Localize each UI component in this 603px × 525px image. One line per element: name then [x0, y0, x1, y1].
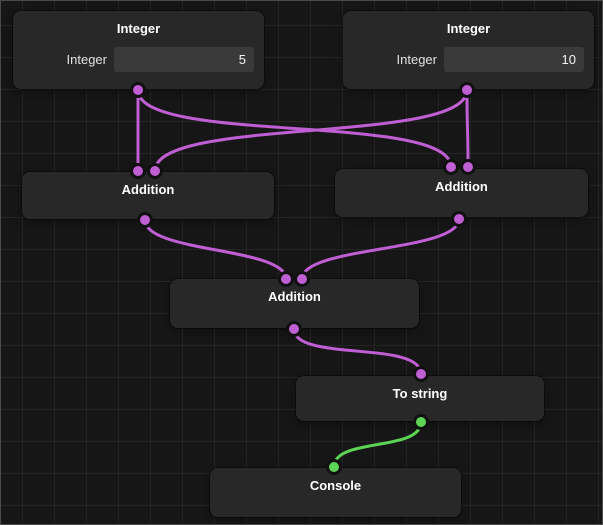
field-label: Integer [66, 52, 107, 67]
node-console[interactable]: Console [210, 468, 461, 517]
wire-addition-middle-output-to-to-string-input[interactable] [292, 327, 423, 376]
integer-value-input[interactable] [114, 47, 254, 72]
port-addition-middle-input-1[interactable] [278, 271, 294, 287]
wire-addition-left-output-to-addition-middle-input-1[interactable] [143, 218, 288, 281]
port-console-input[interactable] [326, 459, 342, 475]
node-to-string[interactable]: To string [296, 376, 544, 421]
node-title: To string [392, 386, 448, 401]
port-to-string-input[interactable] [413, 366, 429, 382]
port-integer-1-output[interactable] [130, 82, 146, 98]
port-addition-right-output[interactable] [451, 211, 467, 227]
port-addition-middle-output[interactable] [286, 321, 302, 337]
node-title: Integer [116, 21, 161, 36]
port-addition-middle-input-2[interactable] [294, 271, 310, 287]
node-addition-left[interactable]: Addition [22, 172, 274, 219]
node-title: Addition [268, 289, 321, 304]
port-addition-left-input-1[interactable] [130, 163, 146, 179]
wire-integer-2-output-to-addition-left-input-2[interactable] [153, 88, 469, 173]
wire-integer-2-output-to-addition-right-input-2[interactable] [465, 88, 470, 169]
node-addition-middle[interactable]: Addition [170, 279, 419, 328]
wire-addition-right-output-to-addition-middle-input-2[interactable] [300, 217, 461, 281]
field-label: Integer [396, 52, 437, 67]
port-addition-left-input-2[interactable] [147, 163, 163, 179]
port-addition-right-input-1[interactable] [443, 159, 459, 175]
port-integer-2-output[interactable] [459, 82, 475, 98]
wire-integer-1-output-to-addition-right-input-1[interactable] [136, 88, 453, 169]
port-to-string-output[interactable] [413, 414, 429, 430]
node-title: Integer [446, 21, 491, 36]
field-row: Integer [343, 47, 594, 72]
wire-to-string-output-to-console-input[interactable] [332, 420, 423, 469]
port-addition-left-output[interactable] [137, 212, 153, 228]
node-title: Addition [435, 179, 488, 194]
node-addition-right[interactable]: Addition [335, 169, 588, 217]
field-row: Integer [13, 47, 264, 72]
port-addition-right-input-2[interactable] [460, 159, 476, 175]
integer-value-input[interactable] [444, 47, 584, 72]
node-title: Addition [121, 182, 175, 197]
node-integer-2[interactable]: Integer Integer [343, 11, 594, 89]
node-title: Console [309, 478, 362, 493]
node-integer-1[interactable]: Integer Integer [13, 11, 264, 89]
